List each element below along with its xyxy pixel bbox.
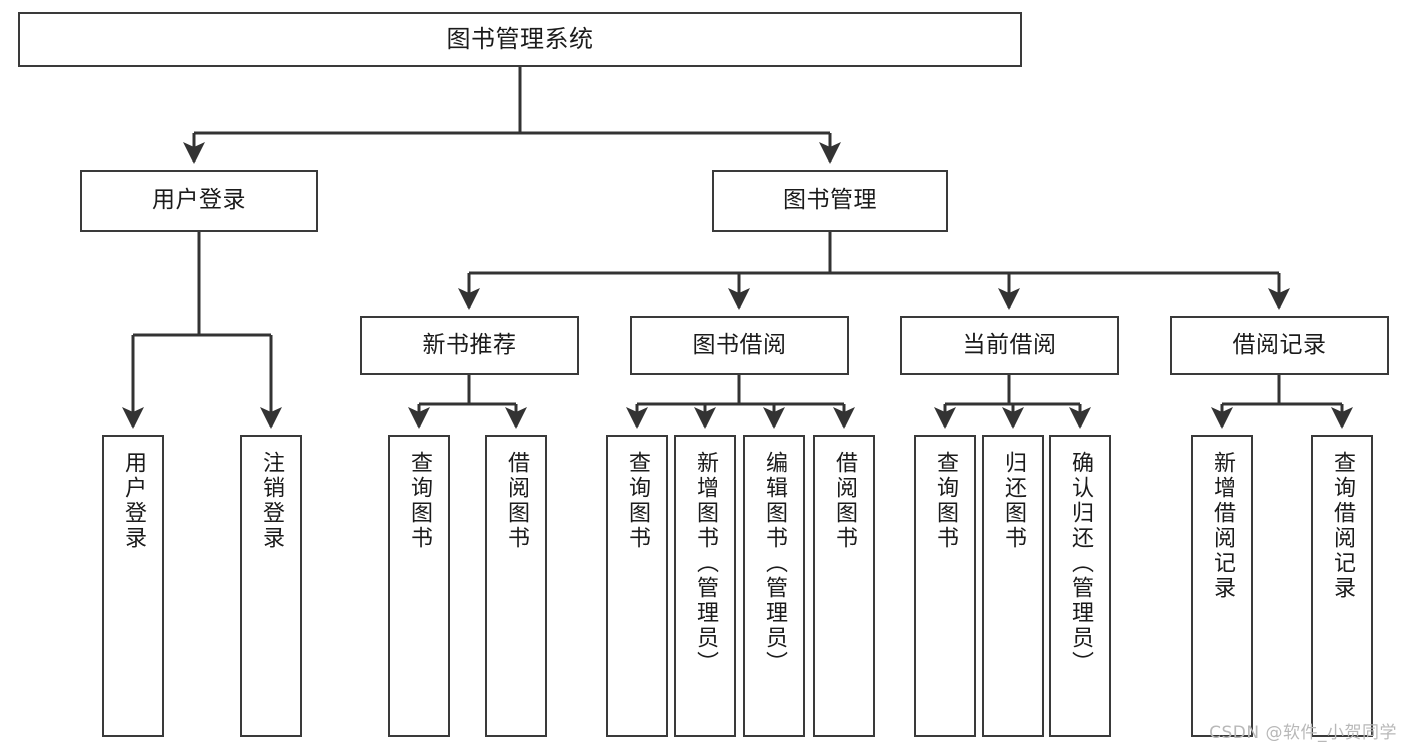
node-borrow-record[interactable]: 借阅记录 [1170,316,1389,375]
node-label: 编辑图书（管理员） [762,451,787,676]
node-label: 查询图书 [407,451,432,551]
leaf-query-book-borrow[interactable]: 查询图书 [606,435,668,737]
node-new-book-recommend[interactable]: 新书推荐 [360,316,579,375]
leaf-logout-login[interactable]: 注销登录 [240,435,302,737]
node-label: 归还图书 [1001,451,1026,551]
node-book-borrow[interactable]: 图书借阅 [630,316,849,375]
node-label: 图书管理系统 [446,25,594,54]
node-label: 借阅记录 [1232,331,1327,358]
leaf-borrow-book[interactable]: 借阅图书 [813,435,875,737]
node-label: 确认归还（管理员） [1068,451,1093,676]
leaf-query-book-current[interactable]: 查询图书 [914,435,976,737]
node-label: 新增借阅记录 [1210,451,1235,601]
node-current-borrow[interactable]: 当前借阅 [900,316,1119,375]
node-label: 借阅图书 [504,451,529,551]
watermark-credit: CSDN @软件_小贺同学 [1209,723,1397,743]
node-label: 新书推荐 [422,331,517,358]
node-label: 查询图书 [933,451,958,551]
node-label: 查询图书 [625,451,650,551]
node-label: 新增图书（管理员） [693,451,718,676]
leaf-confirm-return[interactable]: 确认归还（管理员） [1049,435,1111,737]
leaf-edit-book[interactable]: 编辑图书（管理员） [743,435,805,737]
node-label: 借阅图书 [832,451,857,551]
node-label: 用户登录 [152,187,246,214]
node-label: 注销登录 [259,451,284,551]
node-label: 当前借阅 [962,331,1057,358]
leaf-borrow-book-recommend[interactable]: 借阅图书 [485,435,547,737]
node-label: 图书管理 [783,187,877,214]
node-book-manage[interactable]: 图书管理 [712,170,948,232]
node-label: 用户登录 [121,451,146,551]
node-user-login[interactable]: 用户登录 [80,170,318,232]
leaf-query-book-recommend[interactable]: 查询图书 [388,435,450,737]
node-label: 查询借阅记录 [1330,451,1355,601]
leaf-return-book[interactable]: 归还图书 [982,435,1044,737]
node-label: 图书借阅 [692,331,787,358]
leaf-query-borrow-record[interactable]: 查询借阅记录 [1311,435,1373,737]
leaf-add-book[interactable]: 新增图书（管理员） [674,435,736,737]
node-root-system[interactable]: 图书管理系统 [18,12,1022,67]
leaf-user-login[interactable]: 用户登录 [102,435,164,737]
leaf-add-borrow-record[interactable]: 新增借阅记录 [1191,435,1253,737]
